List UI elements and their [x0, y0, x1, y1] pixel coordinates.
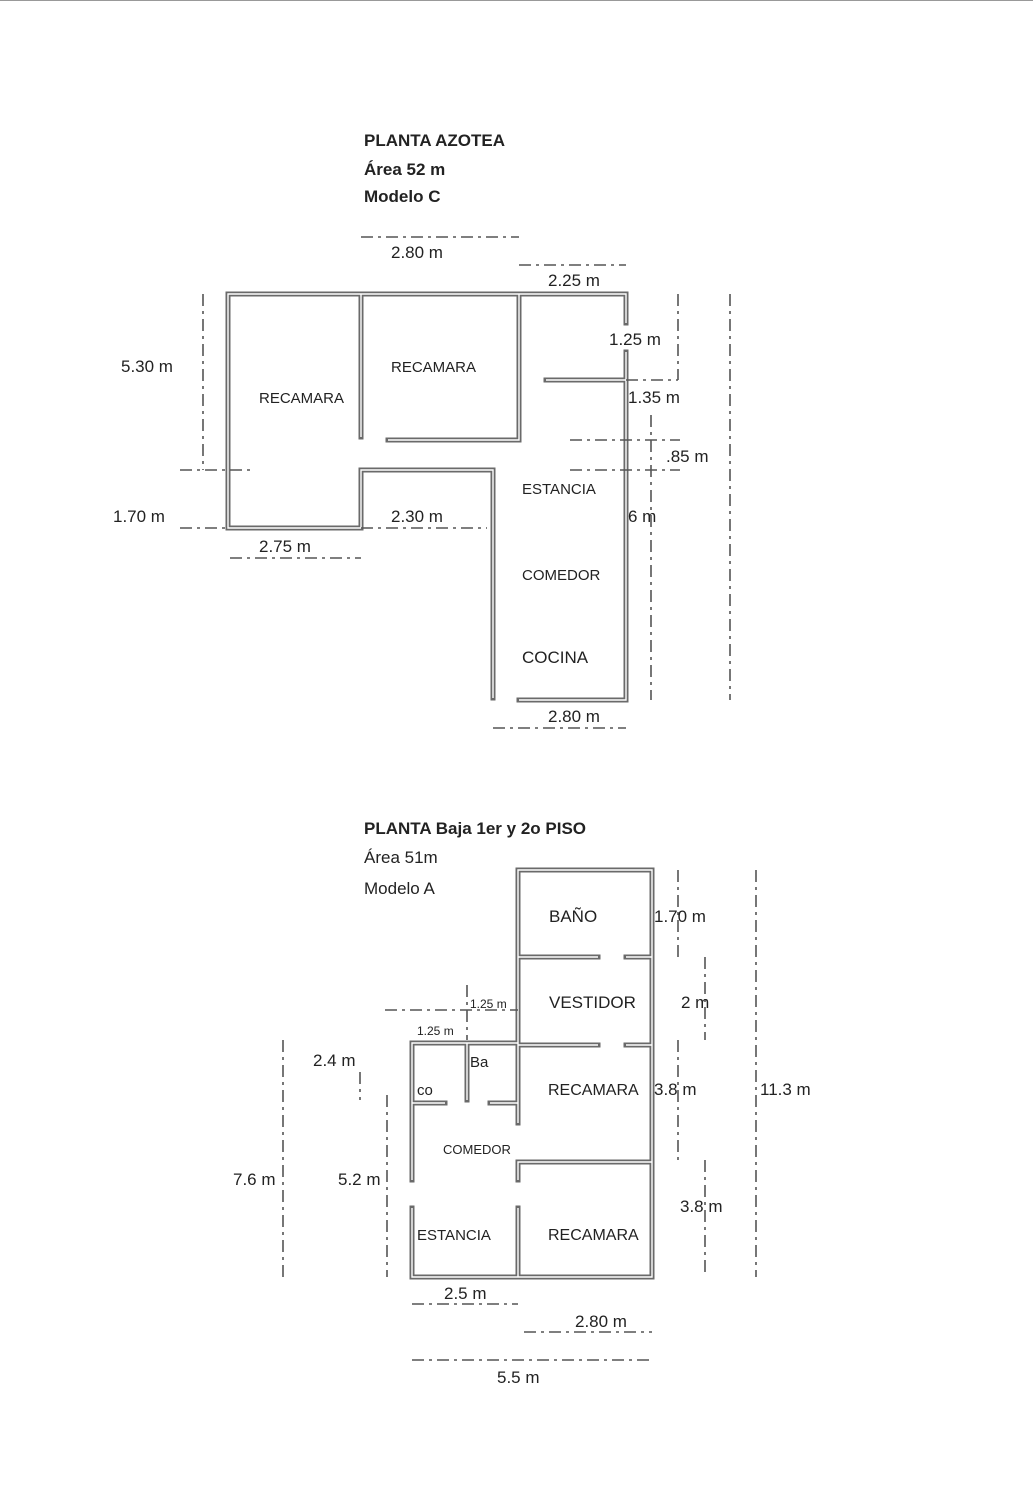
room-recamara-1: RECAMARA [548, 1082, 639, 1099]
dim-label: 7.6 m [233, 1170, 276, 1189]
dim-label: 3.8 m [680, 1197, 723, 1216]
dim-label: 1.25 m [470, 997, 507, 1011]
dimension-lines [180, 236, 731, 729]
plan-azotea: PLANTA AZOTEA Área 52 m Modelo C RECAMAR… [113, 131, 731, 729]
room-bano: BAÑO [549, 907, 597, 926]
plan-area: Área 51m [364, 848, 438, 867]
room-vestidor: VESTIDOR [549, 993, 636, 1012]
dim-label: 2 m [681, 993, 709, 1012]
plan-baja: PLANTA Baja 1er y 2o PISO Área 51m Model… [233, 819, 811, 1387]
room-ba: Ba [470, 1054, 489, 1071]
dim-label: 11.3 m [760, 1080, 811, 1099]
room-recamara-2: RECAMARA [391, 359, 476, 376]
dim-label: 2.80 m [575, 1312, 627, 1331]
dim-label: 2.5 m [444, 1284, 487, 1303]
dim-label: 1.35 m [628, 388, 680, 407]
dim-label: 2.75 m [259, 537, 311, 556]
plan-title: PLANTA Baja 1er y 2o PISO [364, 819, 586, 838]
room-estancia: ESTANCIA [522, 481, 596, 498]
room-recamara-1: RECAMARA [259, 390, 344, 407]
dim-label: 2.25 m [548, 271, 600, 290]
dim-label: 3.8 m [654, 1080, 697, 1099]
walls [409, 867, 655, 1280]
dim-label: .85 m [666, 447, 709, 466]
plan-model: Modelo C [364, 187, 441, 206]
room-labels: RECAMARA RECAMARA ESTANCIA COMEDOR COCIN… [259, 359, 601, 667]
dim-label: 2.30 m [391, 507, 443, 526]
plan-model: Modelo A [364, 879, 436, 898]
dim-label: 2.80 m [548, 707, 600, 726]
dim-label: 1.70 m [654, 907, 706, 926]
dim-label: 5.30 m [121, 357, 173, 376]
dimension-lines [282, 870, 757, 1361]
room-labels: BAÑO VESTIDOR RECAMARA RECAMARA COMEDOR … [417, 907, 639, 1244]
plan-title: PLANTA AZOTEA [364, 131, 505, 150]
room-estancia: ESTANCIA [417, 1227, 491, 1244]
room-co: co [417, 1082, 433, 1099]
dim-label: 1.25 m [609, 330, 661, 349]
dim-label: 5.2 m [338, 1170, 381, 1189]
room-cocina: COCINA [522, 648, 589, 667]
room-comedor: COMEDOR [443, 1142, 511, 1157]
room-comedor: COMEDOR [522, 567, 601, 584]
dimension-labels: 2.80 m 2.25 m 5.30 m 1.70 m 2.75 m 2.30 … [113, 243, 709, 726]
dim-label: 1.70 m [113, 507, 165, 526]
walls [225, 291, 629, 703]
dim-label: 2.80 m [391, 243, 443, 262]
dim-label: 5.5 m [497, 1368, 540, 1387]
dim-label: 2.4 m [313, 1051, 356, 1070]
dimension-labels: 1.70 m 2 m 3.8 m 3.8 m 11.3 m 7.6 m 5.2 … [233, 907, 811, 1387]
room-recamara-2: RECAMARA [548, 1227, 639, 1244]
dim-label: 6 m [628, 507, 656, 526]
dim-label: 1.25 m [417, 1024, 454, 1038]
plan-area: Área 52 m [364, 160, 445, 179]
